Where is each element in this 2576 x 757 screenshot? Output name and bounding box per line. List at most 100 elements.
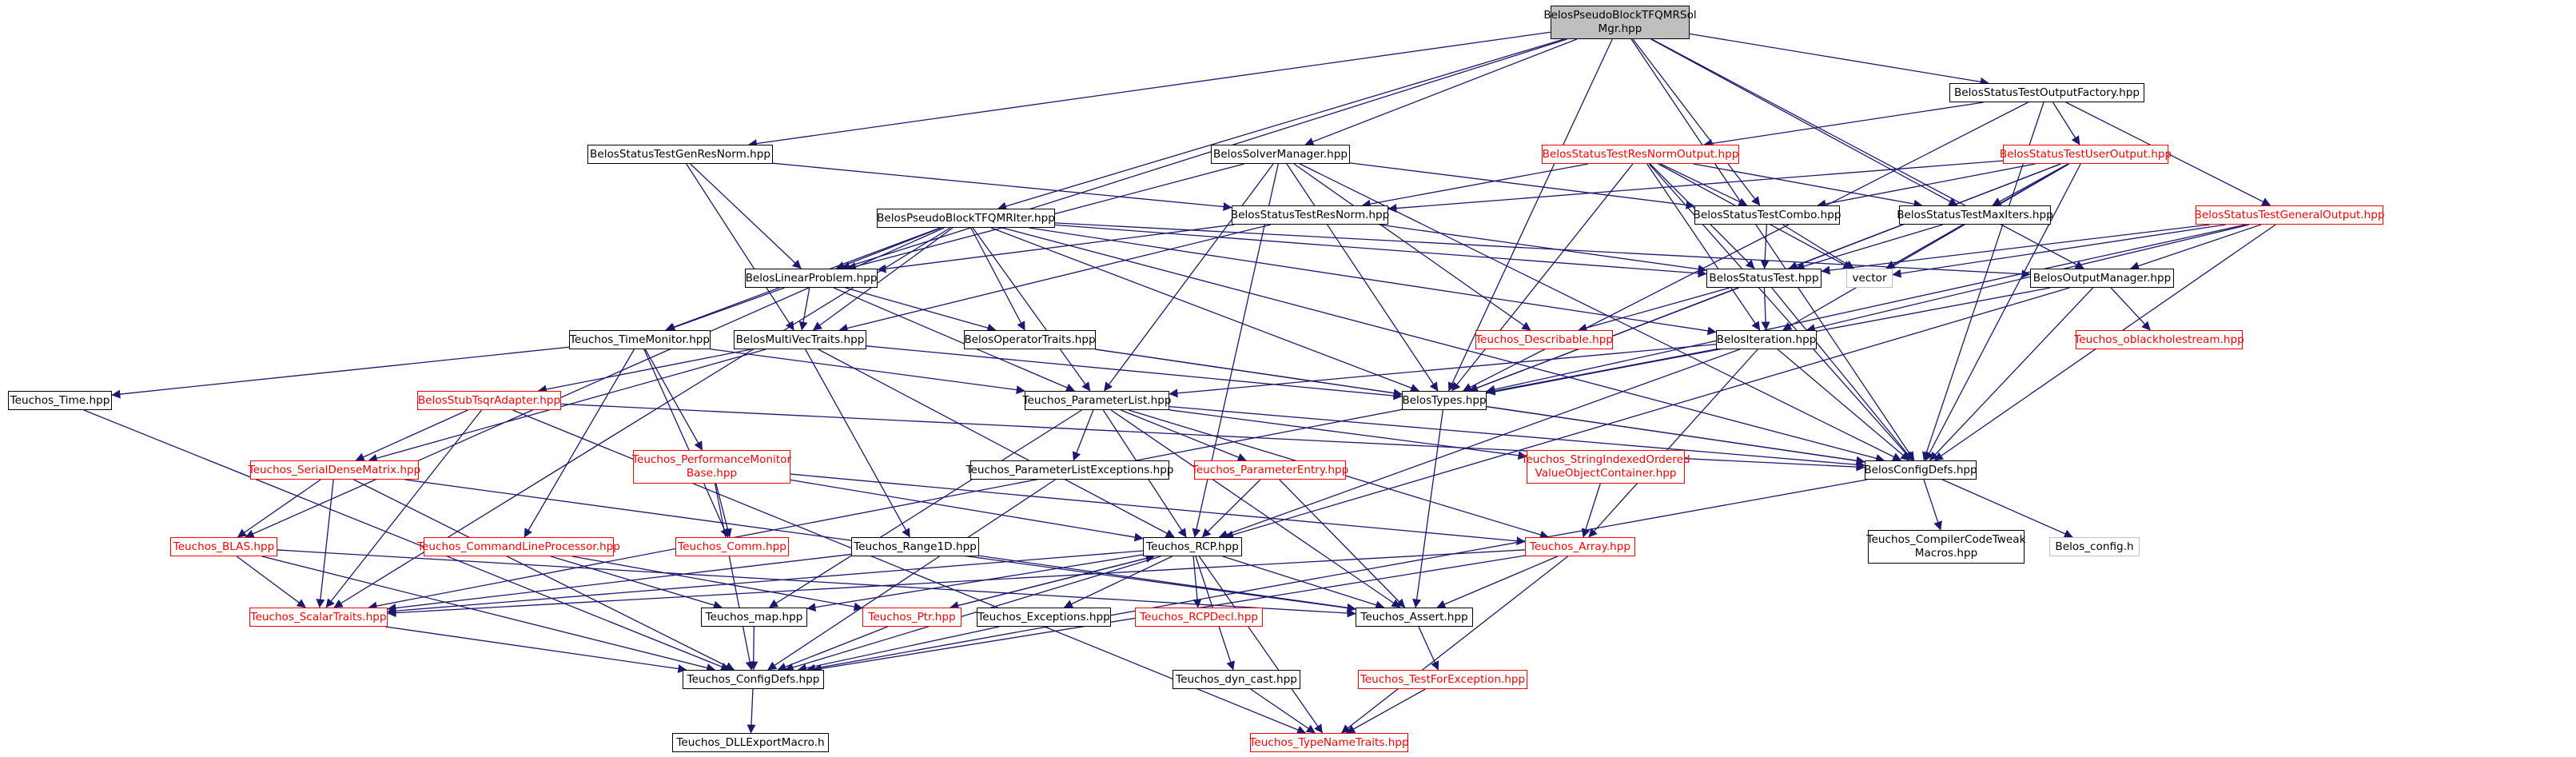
- node-teuchos-string-indexed-ordered-value-object-container[interactable]: Teuchos_StringIndexedOrdered ValueObject…: [1521, 450, 1690, 484]
- edge-exceptions-to-tconfigdefs: [797, 626, 1000, 673]
- node-teuchos-dyn-cast[interactable]: Teuchos_dyn_cast.hpp: [1173, 670, 1300, 689]
- node-teuchos-oblackholestream[interactable]: Teuchos_oblackholestream.hpp: [2074, 330, 2244, 349]
- node-teuchos-serial-dense-matrix[interactable]: Teuchos_SerialDenseMatrix.hpp: [249, 460, 420, 480]
- edge-stoutfac-to-resnormout: [1703, 102, 1984, 148]
- edge-iteration-to-paramlist: [1169, 344, 1717, 398]
- edge-paramlist-to-assert: [1110, 409, 1401, 608]
- edge-linprob-to-timemon: [666, 287, 785, 332]
- edge-cmdline-to-map: [550, 556, 723, 610]
- node-label: BelosStatusTestMaxIters.hpp: [1897, 208, 2053, 221]
- edge-multivec-to-belostypes: [866, 345, 1403, 400]
- node-belos-stub-tsqr-adapter[interactable]: BelosStubTsqrAdapter.hpp: [417, 391, 561, 410]
- node-label: BelosStatusTestGeneralOutput.hpp: [2194, 208, 2385, 221]
- edge-sdm-to-blas: [237, 479, 321, 538]
- edge-tfqmriter-to-multivec: [812, 227, 954, 331]
- edge-tfqmriter-to-statustest: [1054, 224, 1707, 278]
- node-belos-status-test-combo[interactable]: BelosStatusTestCombo.hpp: [1694, 205, 1841, 225]
- edge-pentry-to-rcp: [1201, 479, 1261, 538]
- node-belos-status-test[interactable]: BelosStatusTest.hpp: [1706, 269, 1822, 288]
- edge-rcp-to-typename: [1198, 556, 1324, 734]
- node-belos-solver-manager[interactable]: BelosSolverManager.hpp: [1211, 145, 1350, 164]
- node-belos-status-test-user-output[interactable]: BelosStatusTestUserOutput.hpp: [2000, 145, 2172, 164]
- edge-stoutfac-to-useroutput: [2052, 102, 2080, 145]
- node-teuchos-compiler-code-tweak-macros[interactable]: Teuchos_CompilerCodeTweak Macros.hpp: [1867, 530, 2026, 564]
- edge-sdm-to-scalartraits: [316, 479, 334, 608]
- edge-linprob-to-optraits: [845, 287, 997, 333]
- edge-linprob-to-multivec: [798, 287, 810, 331]
- edge-perfmon-to-rcp: [790, 479, 1144, 542]
- node-belos-pseudo-block-tfqmr-solmgr: BelosPseudoBlockTFQMRSol Mgr.hpp: [1543, 6, 1697, 39]
- node-belos-config-defs[interactable]: BelosConfigDefs.hpp: [1864, 460, 1977, 480]
- node-teuchos-rcp-decl[interactable]: Teuchos_RCPDecl.hpp: [1135, 608, 1263, 627]
- node-teuchos-ptr[interactable]: Teuchos_Ptr.hpp: [862, 608, 962, 627]
- node-teuchos-time-monitor[interactable]: Teuchos_TimeMonitor.hpp: [569, 330, 711, 349]
- node-label: Teuchos_Range1D.hpp: [854, 540, 977, 553]
- node-belos-status-test-general-output[interactable]: BelosStatusTestGeneralOutput.hpp: [2195, 205, 2384, 225]
- node-label: BelosStatusTestResNorm.hpp: [1230, 208, 1390, 221]
- node-belos-status-test-res-norm[interactable]: BelosStatusTestResNorm.hpp: [1231, 205, 1389, 225]
- edge-resnorm-to-multivec: [838, 224, 1272, 333]
- edge-root-to-outmgr: [1651, 38, 2084, 269]
- node-label: BelosPseudoBlockTFQMRIter.hpp: [877, 211, 1055, 225]
- node-belos-multi-vec-traits[interactable]: BelosMultiVecTraits.hpp: [734, 330, 866, 349]
- node-belos-types[interactable]: BelosTypes.hpp: [1402, 391, 1487, 410]
- node-belos-status-test-res-norm-output[interactable]: BelosStatusTestResNormOutput.hpp: [1542, 145, 1739, 164]
- node-belos-linear-problem[interactable]: BelosLinearProblem.hpp: [745, 269, 878, 288]
- node-teuchos-array[interactable]: Teuchos_Array.hpp: [1525, 537, 1635, 556]
- node-teuchos-dll-export-macro[interactable]: Teuchos_DLLExportMacro.h: [672, 733, 829, 752]
- edge-root-to-tfqmriter: [997, 38, 1565, 211]
- node-label: Teuchos_map.hpp: [705, 610, 803, 624]
- edge-paramlist-to-configdefs: [1169, 405, 1865, 469]
- node-belos-iteration[interactable]: BelosIteration.hpp: [1716, 330, 1817, 349]
- edge-stubtsqr-to-scalartraits: [325, 409, 483, 608]
- edge-tfqmriter-to-iteration: [1029, 227, 1717, 336]
- node-teuchos-scalar-traits[interactable]: Teuchos_ScalarTraits.hpp: [249, 608, 388, 627]
- node-teuchos-parameter-list-exceptions[interactable]: Teuchos_ParameterListExceptions.hpp: [966, 460, 1173, 480]
- edge-maxiters-to-statustest: [1795, 224, 1944, 271]
- node-label: Teuchos_CommandLineProcessor.hpp: [417, 540, 620, 553]
- node-teuchos-test-for-exception[interactable]: Teuchos_TestForException.hpp: [1358, 670, 1527, 689]
- node-teuchos-describable[interactable]: Teuchos_Describable.hpp: [1475, 330, 1613, 349]
- node-teuchos-config-defs[interactable]: Teuchos_ConfigDefs.hpp: [683, 670, 824, 689]
- node-teuchos-assert[interactable]: Teuchos_Assert.hpp: [1356, 608, 1473, 627]
- edge-resnormout-to-belostypes: [1451, 163, 1634, 392]
- node-label: BelosStatusTest.hpp: [1709, 271, 1819, 285]
- node-teuchos-performance-monitor-base[interactable]: Teuchos_PerformanceMonitor Base.hpp: [632, 450, 791, 484]
- edge-tconfigdefs-to-dllexport: [747, 688, 756, 734]
- node-label: BelosLinearProblem.hpp: [745, 271, 878, 285]
- node-teuchos-parameter-list[interactable]: Teuchos_ParameterList.hpp: [1023, 391, 1171, 410]
- node-teuchos-rcp[interactable]: Teuchos_RCP.hpp: [1143, 537, 1242, 556]
- edge-resnormout-to-maxiters: [1693, 163, 1923, 209]
- node-belos-pseudo-block-tfqmr-iter[interactable]: BelosPseudoBlockTFQMRIter.hpp: [877, 209, 1055, 228]
- node-label: BelosStatusTestResNormOutput.hpp: [1542, 147, 1739, 161]
- node-belos-status-test-max-iters[interactable]: BelosStatusTestMaxIters.hpp: [1897, 205, 2053, 225]
- node-label: Teuchos_ParameterList.hpp: [1022, 393, 1172, 407]
- node-teuchos-comm[interactable]: Teuchos_Comm.hpp: [675, 537, 789, 556]
- node-belos-operator-traits[interactable]: BelosOperatorTraits.hpp: [964, 330, 1096, 349]
- edge-paramlist-to-pentry: [1121, 409, 1247, 462]
- edge-multivec-to-stubtsqr: [537, 349, 751, 394]
- edge-generaloutput-to-outmgr: [2130, 224, 2262, 270]
- edge-timemon-to-comm: [643, 349, 729, 538]
- edge-tfqmriter-to-linprob: [835, 227, 942, 270]
- node-belos-status-test-gen-res-norm[interactable]: BelosStatusTestGenResNorm.hpp: [587, 145, 773, 164]
- node-teuchos-range1d[interactable]: Teuchos_Range1D.hpp: [851, 537, 979, 556]
- edge-resnorm-to-statustest: [1379, 224, 1707, 273]
- edge-statustest-to-configdefs: [1771, 287, 1913, 461]
- node-belos-status-test-output-factory[interactable]: BelosStatusTestOutputFactory.hpp: [1949, 83, 2144, 102]
- node-belos-output-manager[interactable]: BelosOutputManager.hpp: [2030, 269, 2174, 288]
- edge-resnorm-to-linprob: [877, 224, 1235, 273]
- node-vector[interactable]: vector: [1846, 269, 1893, 288]
- node-label: BelosMultiVecTraits.hpp: [735, 333, 865, 346]
- node-teuchos-type-name-traits[interactable]: Teuchos_TypeNameTraits.hpp: [1249, 733, 1409, 752]
- node-belos-config-h[interactable]: Belos_config.h: [2049, 537, 2140, 556]
- node-label: Teuchos_TimeMonitor.hpp: [569, 333, 711, 346]
- node-teuchos-blas[interactable]: Teuchos_BLAS.hpp: [170, 537, 277, 556]
- node-teuchos-time[interactable]: Teuchos_Time.hpp: [8, 391, 112, 410]
- node-teuchos-map[interactable]: Teuchos_map.hpp: [701, 608, 807, 627]
- node-teuchos-parameter-entry[interactable]: Teuchos_ParameterEntry.hpp: [1192, 460, 1348, 480]
- node-label: Teuchos_ScalarTraits.hpp: [250, 610, 387, 624]
- node-teuchos-command-line-processor[interactable]: Teuchos_CommandLineProcessor.hpp: [417, 537, 620, 556]
- node-teuchos-exceptions[interactable]: Teuchos_Exceptions.hpp: [977, 608, 1111, 627]
- edge-array-to-typename: [1340, 556, 1569, 734]
